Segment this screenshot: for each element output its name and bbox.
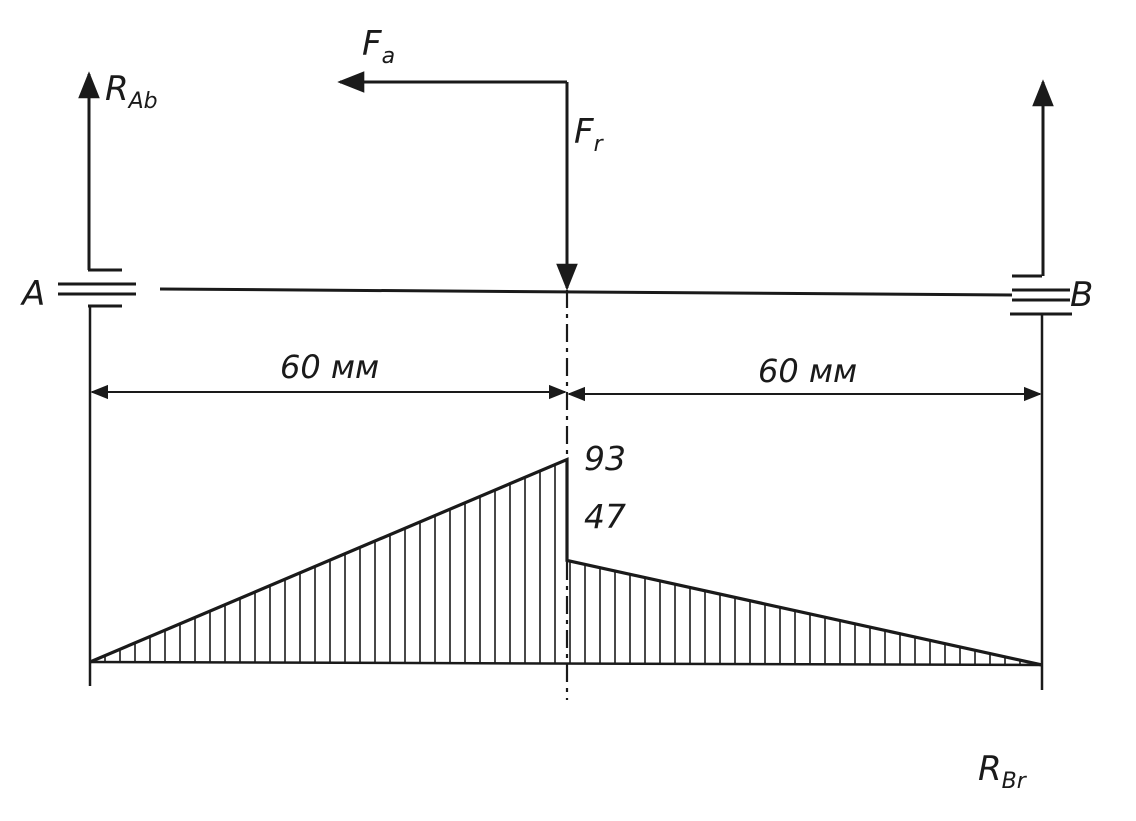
shaft-line: [159, 287, 1013, 297]
moment-outline: [89, 457, 1043, 667]
moment-hatching: [104, 464, 1036, 665]
force-fr-label: Fr: [574, 112, 605, 157]
dimension-right-label: 60 мм: [758, 352, 857, 390]
moment-peak-right-label: 47: [584, 497, 626, 536]
reaction-b-label: RBr: [978, 749, 1028, 794]
reaction-a-label: RAb: [105, 69, 158, 114]
support-b-label: B: [1070, 275, 1093, 315]
moment-peak-left-label: 93: [584, 439, 626, 478]
support-b-symbol: [1010, 274, 1072, 316]
dimension-left-label: 60 мм: [280, 348, 379, 386]
support-a-symbol: [58, 268, 136, 308]
moment-diagram: [89, 457, 1043, 667]
moment-baseline: [89, 660, 1043, 667]
force-fa-label: Fa: [362, 24, 395, 69]
support-a-label: A: [20, 274, 45, 314]
